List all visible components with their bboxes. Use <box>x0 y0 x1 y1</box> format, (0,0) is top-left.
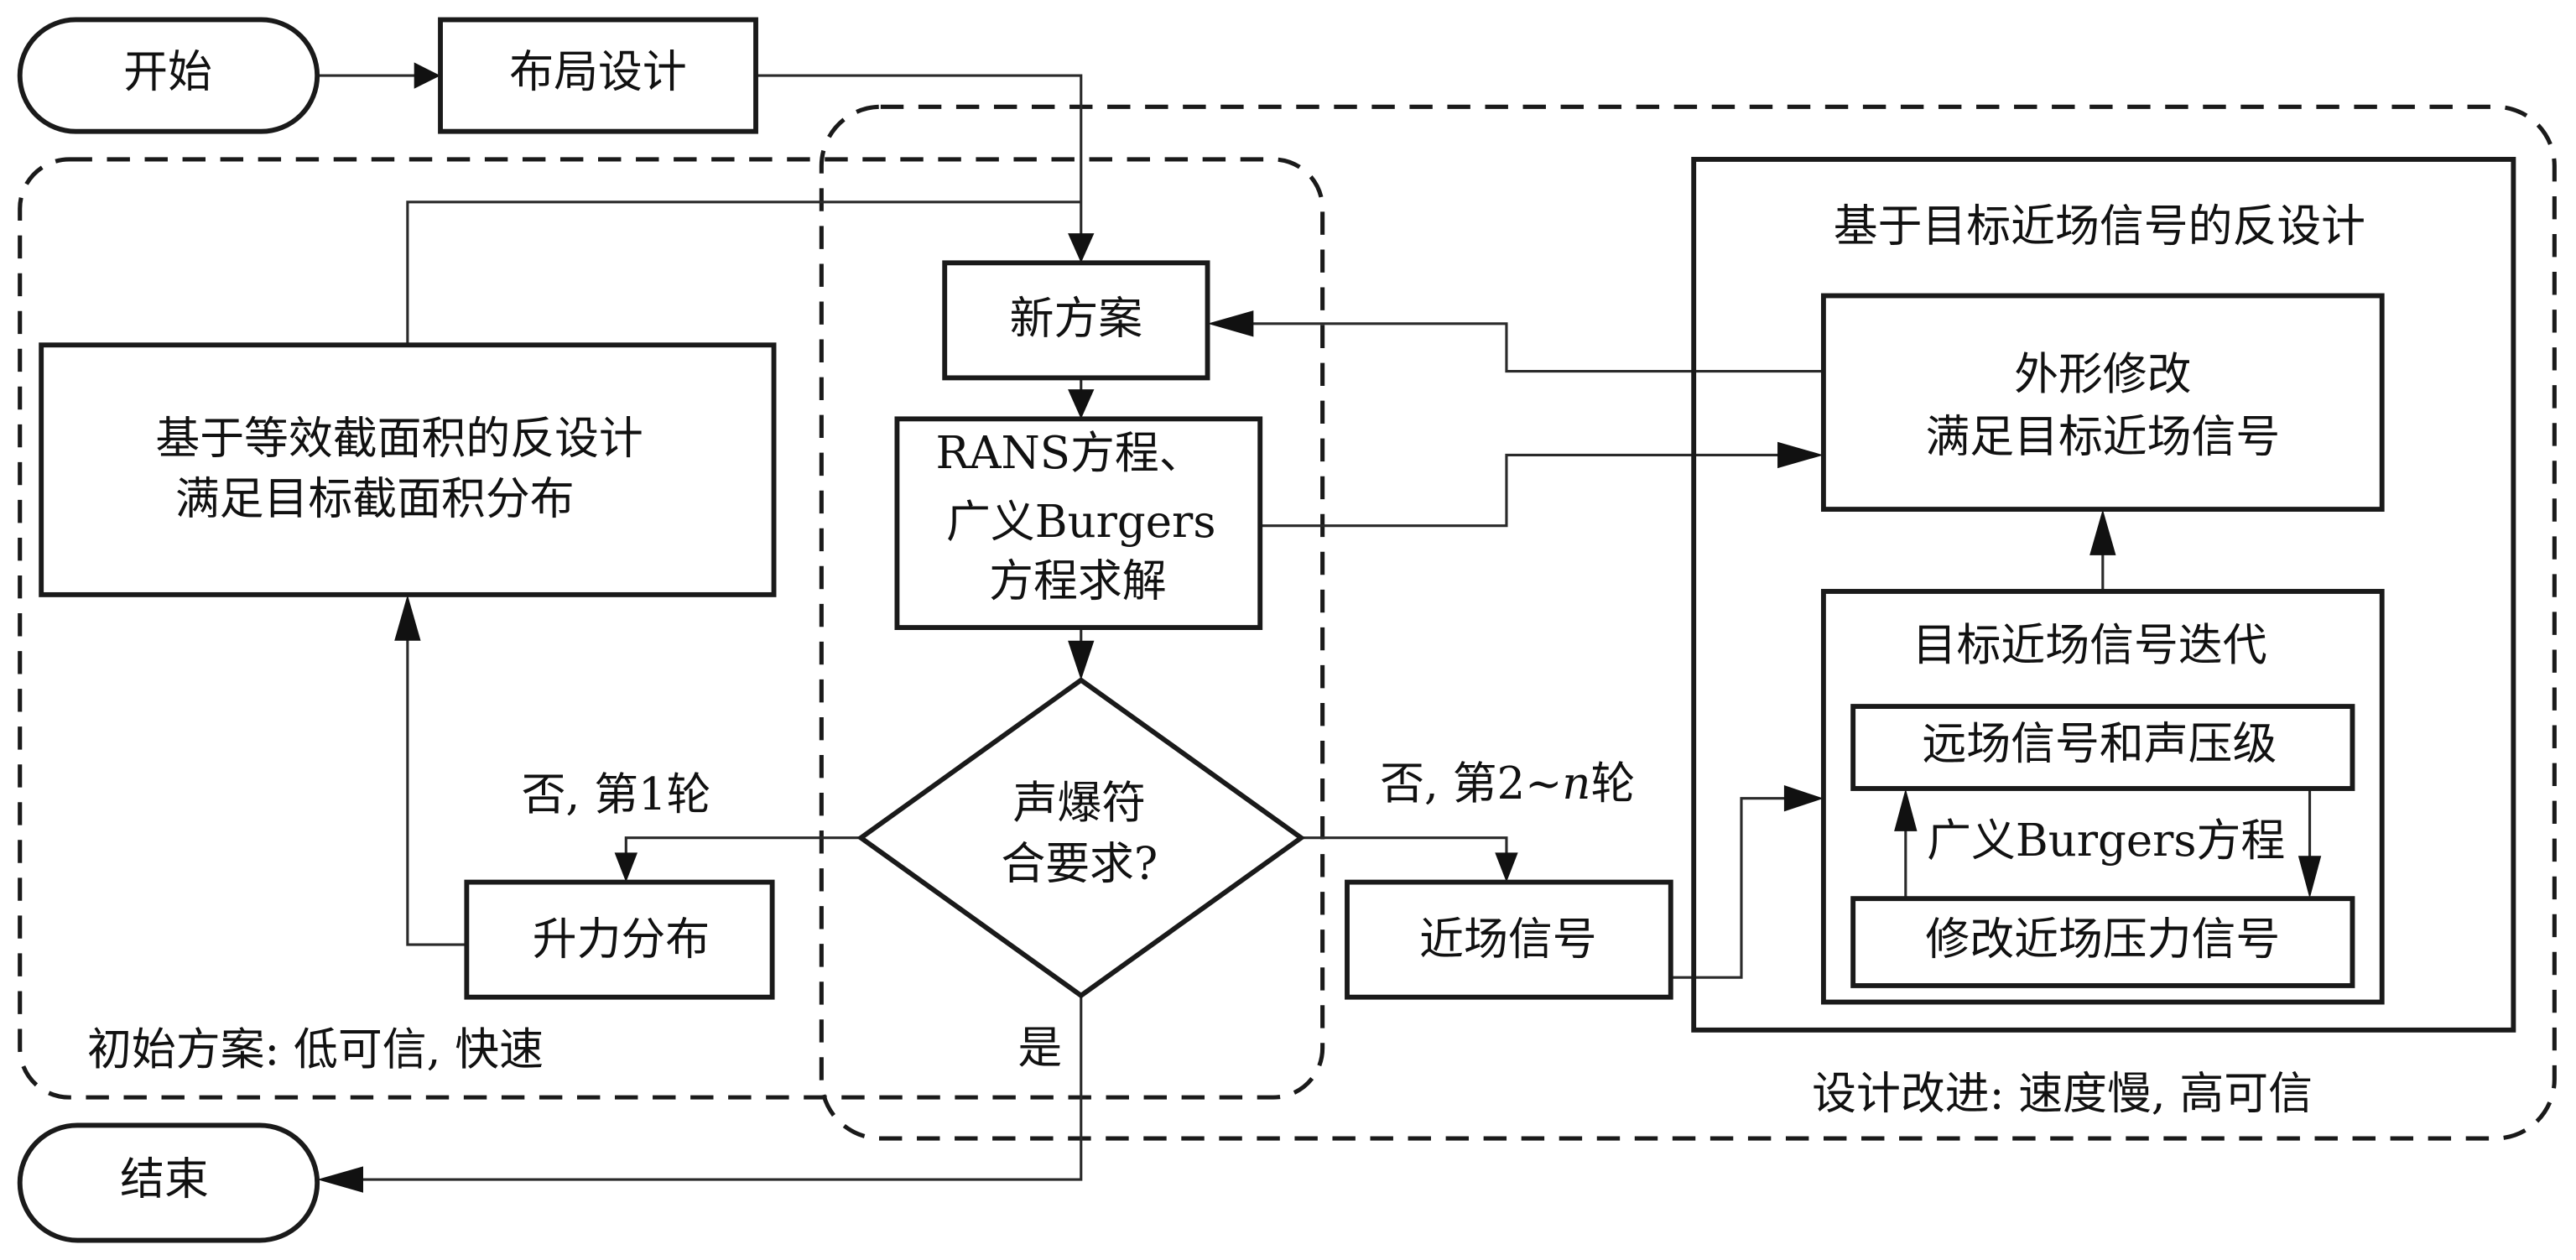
arrowhead-icon <box>1207 310 1254 337</box>
start-label: 开始 <box>123 47 212 98</box>
edge-near-field-to-iteration <box>1670 797 1798 979</box>
decision-diamond <box>856 677 1306 999</box>
inverse-area-label-2: 满足目标截面积分布 <box>175 474 575 525</box>
lift-distribution-box <box>464 879 775 1000</box>
edges <box>317 62 2322 1193</box>
end-terminal <box>17 1122 320 1243</box>
modify-near-field-label: 修改近场压力信号 <box>1925 914 2280 966</box>
iteration-frame <box>1820 589 2385 1005</box>
edge-decision-to-lift <box>624 836 861 863</box>
solver-box <box>894 416 1263 630</box>
edge-lift-to-inverse-area <box>406 621 467 946</box>
start-terminal <box>17 17 320 134</box>
arrowhead-icon <box>317 1166 363 1193</box>
edge-decision-to-near-field <box>1301 836 1508 863</box>
arrowhead-icon <box>1068 389 1095 419</box>
iteration-title: 目标近场信号迭代 <box>1912 620 2267 671</box>
edge-label-prefix: 否, 第2~ <box>1380 758 1562 810</box>
new-scheme-box <box>942 260 1210 381</box>
edge-decision-to-end <box>362 995 1083 1181</box>
solver-label-1: RANS方程、 <box>936 428 1204 479</box>
edge-shape-to-new-scheme <box>1248 322 1824 373</box>
modify-near-field-box <box>1850 896 2355 988</box>
far-field-label: 远场信号和声压级 <box>1922 719 2277 770</box>
layout-design-label: 布局设计 <box>509 47 686 98</box>
inverse-signal-frame <box>1691 157 2516 1033</box>
design-improvement-region <box>819 104 2557 1141</box>
near-field-signal-label: 近场信号 <box>1419 914 1596 966</box>
edge-label-no-round-2-n: 否, 第2~n轮 <box>1380 758 1635 810</box>
layout-design-box <box>438 17 758 134</box>
initial-region-caption: 初始方案: 低可信, 快速 <box>87 1024 544 1075</box>
arrowhead-icon <box>1783 785 1824 812</box>
edge-label-suffix: 轮 <box>1590 758 1635 810</box>
arrowhead-icon <box>1068 640 1095 680</box>
arrowhead-icon <box>614 852 638 883</box>
solver-label-2: 广义Burgers <box>946 497 1215 548</box>
edge-layout-to-new-scheme <box>756 74 1083 240</box>
arrowhead-icon <box>2089 509 2116 555</box>
inverse-area-label-1: 基于等效截面积的反设计 <box>155 413 643 464</box>
edge-solver-to-shape <box>1260 453 1782 528</box>
arrowhead-icon <box>1894 788 1918 831</box>
inverse-signal-title: 基于目标近场信号的反设计 <box>1834 201 2365 253</box>
decision-label-2: 合要求? <box>1001 838 1158 889</box>
end-label: 结束 <box>120 1153 209 1205</box>
near-field-signal-box <box>1345 879 1673 1000</box>
shape-modify-label-1: 外形修改 <box>2014 349 2191 400</box>
new-scheme-label: 新方案 <box>1010 293 1143 344</box>
decision-label-1: 声爆符 <box>1013 778 1147 829</box>
initial-scheme-region <box>18 157 1325 1100</box>
arrowhead-icon <box>394 594 421 641</box>
arrowhead-icon <box>414 62 441 89</box>
arrowhead-icon <box>2298 856 2322 899</box>
far-field-box <box>1850 704 2355 791</box>
edge-inverse-area-to-new-scheme <box>406 200 1081 346</box>
edge-label-n: n <box>1562 758 1590 810</box>
shape-modify-label-2: 满足目标近场信号 <box>1925 411 2280 462</box>
improved-region-caption: 设计改进: 速度慢, 高可信 <box>1812 1069 2313 1120</box>
edge-label-no-round-1: 否, 第1轮 <box>522 769 711 820</box>
arrowhead-icon <box>1495 852 1518 883</box>
lift-distribution-label: 升力分布 <box>533 914 710 966</box>
solver-label-3: 方程求解 <box>989 556 1166 607</box>
edge-label-yes: 是 <box>1017 1023 1062 1074</box>
inverse-area-box <box>39 342 777 597</box>
shape-modify-box <box>1820 293 2385 513</box>
burgers-equation-label: 广义Burgers方程 <box>1927 815 2285 867</box>
arrowhead-icon <box>1777 441 1824 469</box>
arrowhead-icon <box>1068 233 1095 263</box>
